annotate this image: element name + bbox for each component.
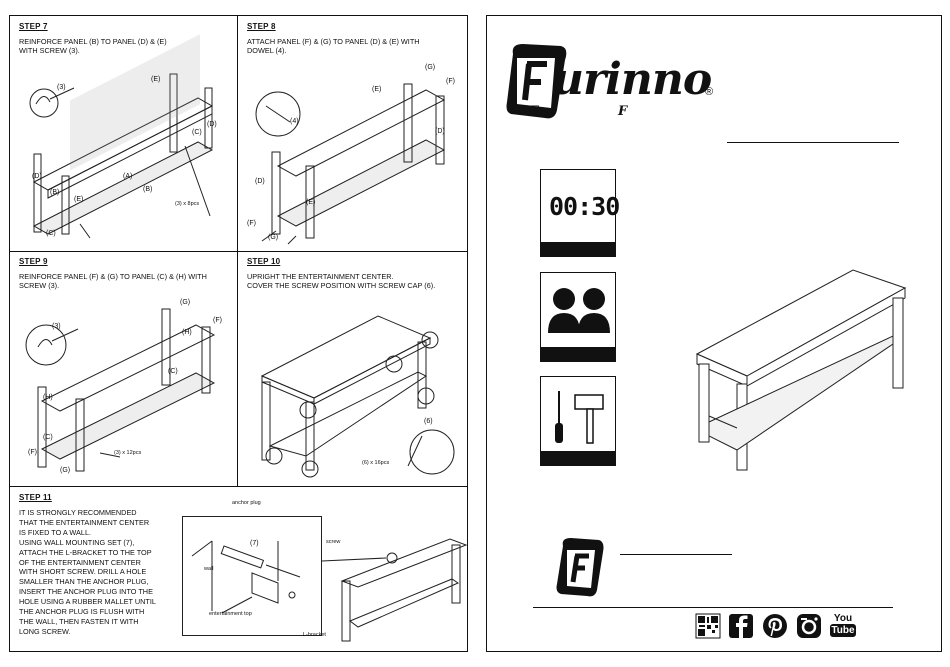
label-f-bottom: (F) (247, 220, 256, 227)
two-people-icon (548, 288, 610, 333)
screwdriver-hammer-icon (555, 391, 604, 444)
step-10: STEP 10 UPRIGHT THE ENTERTAINMENT CENTER… (247, 257, 465, 290)
label-screw-3: (3) (57, 84, 66, 91)
step-11-illustration (191, 538, 468, 642)
step-9-text: REINFORCE PANEL (F) & (G) TO PANEL (C) &… (19, 272, 207, 290)
row-divider-1 (10, 251, 467, 252)
step-7-illustration (29, 34, 214, 239)
label-f: (F) (446, 78, 455, 85)
step-9-illustration (25, 308, 216, 472)
label-d-right: (D) (207, 121, 217, 128)
label-g: (G) (180, 299, 191, 306)
footer-divider (533, 607, 893, 608)
tagline-left: F (529, 104, 539, 119)
label-e: (E) (151, 76, 161, 83)
label-c: (C) (192, 129, 202, 136)
youtube-icon[interactable]: You Tube (830, 613, 856, 637)
step-11-text: IT IS STRONGLY RECOMMENDED THAT THE ENTE… (19, 508, 156, 636)
label-e: (E) (372, 86, 382, 93)
step-8-title: STEP 8 (247, 22, 276, 31)
cover-sheet: urinno ® F F 00:30 (486, 15, 942, 652)
people-required-box (540, 272, 616, 362)
step-7-title: STEP 7 (19, 22, 48, 31)
label-b: (B) (143, 186, 153, 193)
l-bracket-label: L-bracket (303, 632, 326, 638)
label-a: (A) (123, 173, 133, 180)
step-8-illustration (255, 83, 446, 245)
screw-label: screw (326, 539, 341, 545)
step-7-text: REINFORCE PANEL (B) TO PANEL (D) & (E) W… (19, 37, 167, 55)
row-divider-2 (10, 486, 467, 487)
label-c-left: (C) (43, 434, 53, 441)
instruction-sheet: STEP 7 REINFORCE PANEL (B) TO PANEL (D) … (9, 15, 468, 652)
label-h-left: (H) (43, 394, 53, 401)
screw-cap-count: (6) x 16pcs (362, 460, 390, 466)
assembly-time: 00:30 (549, 192, 620, 221)
facebook-icon[interactable] (728, 613, 754, 639)
step-10-text: UPRIGHT THE ENTERTAINMENT CENTER. COVER … (247, 272, 436, 290)
label-f-bottom: (F) (28, 449, 37, 456)
title-underline (727, 142, 899, 143)
label-d-right: (D) (435, 128, 445, 135)
label-e-bottom: (E) (74, 196, 84, 203)
label-c: (C) (168, 368, 178, 375)
brand-logo-icon (506, 44, 567, 119)
label-d-left: (D) (32, 173, 42, 180)
brand-name: urinno (552, 54, 712, 105)
label-c-bottom: (C) (46, 230, 56, 237)
label-e-bottom: (E) (306, 199, 316, 206)
brand-badge-icon (556, 538, 604, 597)
screw-count: (3) x 8pcs (175, 201, 200, 207)
assembly-time-box: 00:30 (540, 169, 620, 257)
step-8-text: ATTACH PANEL (F) & (G) TO PANEL (D) & (E… (247, 37, 420, 55)
step-11-title: STEP 11 (19, 493, 52, 502)
tools-required-box (540, 376, 616, 466)
tagline-right: F (618, 104, 628, 119)
qr-code-icon (695, 613, 721, 639)
step-10-title: STEP 10 (247, 257, 281, 266)
wall-label: wall (204, 566, 214, 572)
step-7: STEP 7 REINFORCE PANEL (B) TO PANEL (D) … (19, 22, 234, 55)
screw-count: (3) x 12pcs (114, 450, 142, 456)
pinterest-icon[interactable] (762, 613, 788, 639)
label-g-bottom: (G) (268, 234, 279, 241)
label-g: (G) (425, 64, 436, 71)
label-screw-3: (3) (52, 323, 61, 330)
label-g-bottom: (G) (60, 467, 71, 474)
wall-mount-set-7: (7) (250, 540, 259, 547)
label-h: (H) (182, 329, 192, 336)
step-9: STEP 9 REINFORCE PANEL (F) & (G) TO PANE… (19, 257, 234, 290)
step-11: STEP 11 IT IS STRONGLY RECOMMENDED THAT … (19, 493, 194, 637)
label-screw-cap-6: (6) (424, 418, 433, 425)
product-tv-stand-image (695, 269, 907, 471)
step-9-title: STEP 9 (19, 257, 48, 266)
step-8: STEP 8 ATTACH PANEL (F) & (G) TO PANEL (… (247, 22, 465, 55)
label-f: (F) (213, 317, 222, 324)
anchor-plug-label: anchor plug (232, 500, 261, 506)
label-dowel-4: (4) (290, 118, 299, 125)
registered-mark: ® (705, 86, 714, 98)
wall-mount-detail-box (182, 516, 322, 636)
instagram-icon[interactable] (796, 613, 822, 639)
label-b-left: (B) (50, 189, 60, 196)
step-10-illustration (260, 315, 455, 478)
entertainment-top-label: entertainment top (209, 611, 252, 617)
brand-underline (620, 554, 732, 555)
label-d-left: (D) (255, 178, 265, 185)
